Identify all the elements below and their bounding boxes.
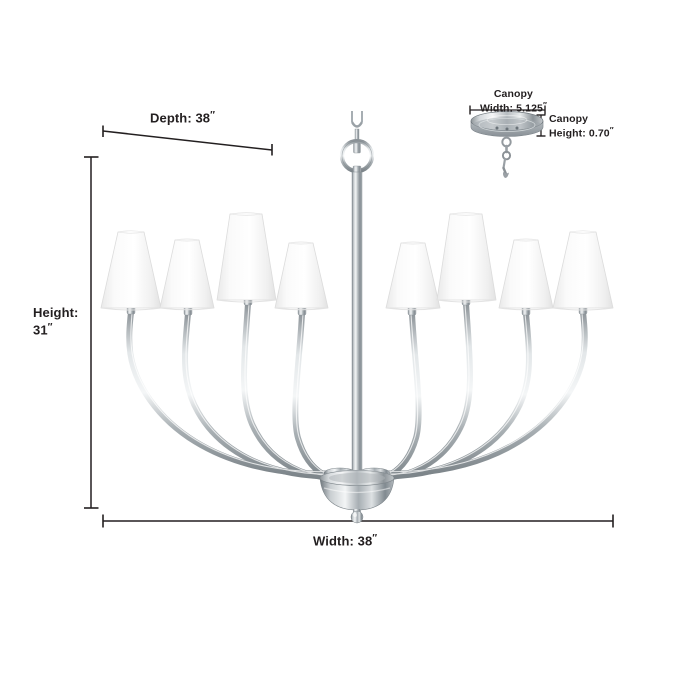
shade-right-2: [498, 238, 554, 311]
shade-right-4: [385, 241, 441, 311]
label-canopy-width-unit: ″: [542, 101, 547, 111]
arm-left-4: [292, 310, 354, 483]
label-height-line2: 31: [33, 321, 48, 337]
arm-right-4: [360, 310, 422, 483]
label-width-text: Width: 38: [313, 533, 373, 549]
label-height-unit: ″: [47, 321, 53, 333]
shade-left-1: [100, 230, 162, 311]
canopy-assembly: [470, 111, 544, 178]
label-height-line1: Height:: [33, 305, 79, 320]
stem-top-connector: [339, 111, 375, 175]
label-depth-text: Depth: 38: [150, 110, 211, 126]
label-canopy-width-line2: Width: 5.125: [480, 102, 543, 115]
label-height: Height:31″: [33, 305, 78, 339]
shade-right-3: [436, 212, 497, 303]
shade-right-1: [552, 230, 614, 311]
label-depth-unit: ″: [210, 110, 215, 121]
label-width: Width: 38″: [313, 533, 377, 550]
label-canopy-height-unit: ″: [609, 126, 614, 136]
dimension-line-depth: [102, 125, 273, 156]
arm-highlights: [130, 303, 584, 478]
chandelier-fixture: [100, 111, 614, 524]
dimension-line-canopy-width: [469, 105, 546, 115]
dimension-line-height: [84, 156, 99, 509]
shade-left-2: [159, 238, 215, 311]
center-hub: [319, 467, 395, 524]
lamp-shades: [100, 212, 614, 311]
shade-left-3: [216, 212, 277, 303]
shade-left-4: [274, 241, 329, 311]
center-stem: [351, 171, 363, 479]
hanging-hook-icon: [501, 128, 512, 176]
label-depth: Depth: 38″: [150, 110, 215, 127]
label-canopy-width-line1: Canopy: [493, 88, 533, 100]
label-width-unit: ″: [372, 533, 378, 544]
label-canopy-height-line2: Height: 0.70: [549, 127, 610, 140]
label-canopy-height-line1: Canopy: [549, 113, 589, 125]
